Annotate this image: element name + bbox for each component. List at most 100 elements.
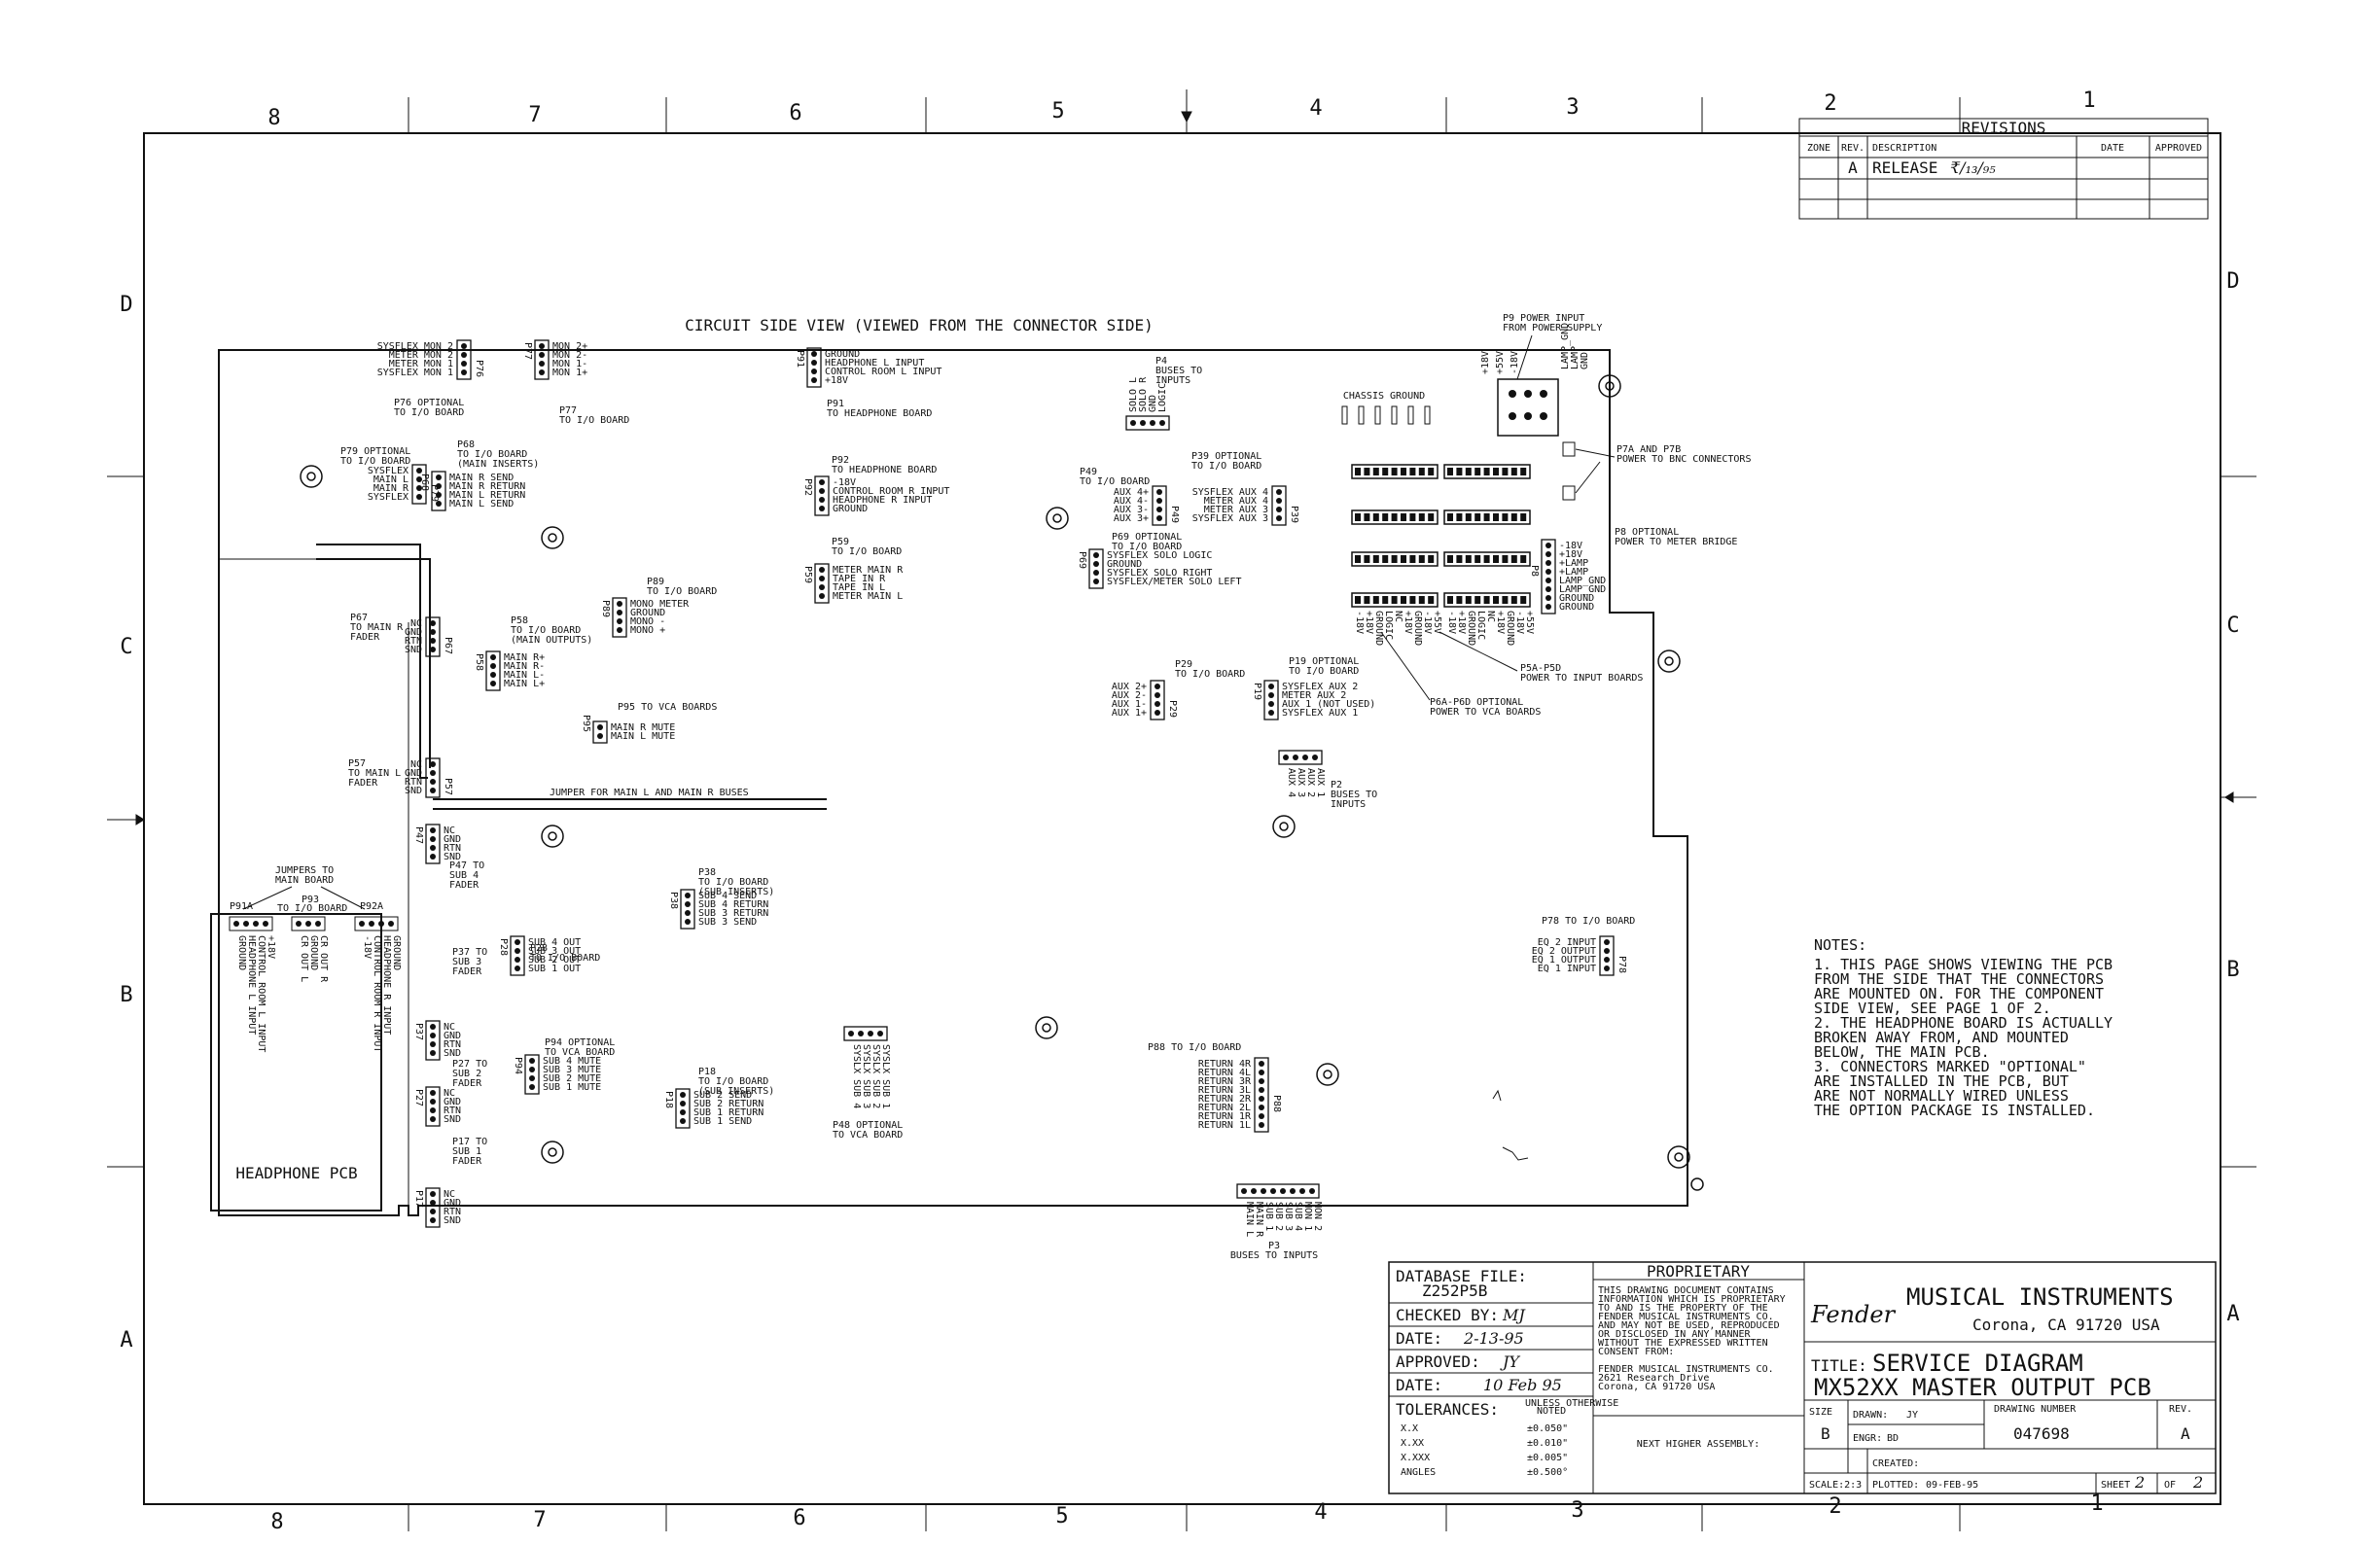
p8-pin-label: +LAMP (1559, 558, 1588, 569)
p92-pin-label: HEADPHONE R INPUT (833, 495, 932, 506)
note-line: ARE INSTALLED IN THE PCB, BUT (1814, 1072, 2069, 1090)
note-line: 2. THE HEADPHONE BOARD IS ACTUALLY (1814, 1014, 2113, 1032)
p19-pin-label: SYSFLEX AUX 2 (1282, 682, 1358, 692)
tolerances-note-1: UNLESS OTHERWISE (1525, 1398, 1618, 1409)
p37-caption: FADER (452, 966, 482, 977)
mounting-hole (1316, 1063, 1339, 1086)
drawing-frame (107, 97, 2256, 1531)
rev-a: A (1848, 158, 1858, 177)
note-line: 1. THIS PAGE SHOWS VIEWING THE PCB (1814, 956, 2113, 973)
p3-pin-label: SUB 3 (1283, 1202, 1294, 1231)
p58-pin-label: MAIN R- (504, 661, 545, 672)
p9-power-input: P9 POWER INPUT FROM POWER SUPPLY (1497, 313, 1602, 437)
proprietary-line: THIS DRAWING DOCUMENT CONTAINS (1598, 1285, 1774, 1296)
p3-pin-label: SUB 4 (1293, 1202, 1303, 1231)
jumper-label: JUMPER FOR MAIN L AND MAIN R BUSES (550, 788, 749, 798)
power-pin-label: GROUND (1412, 611, 1423, 646)
database-label: DATABASE FILE: (1396, 1267, 1527, 1285)
p57-caption: P57 (348, 758, 366, 769)
p92-caption: TO HEADPHONE BOARD (832, 465, 937, 475)
created-label: CREATED: (1872, 1458, 1919, 1469)
zone-top-2: 2 (1824, 91, 1836, 116)
p77-pin-label: MON 1- (552, 359, 587, 369)
power-pin-label: -18V (1354, 611, 1365, 634)
fender-logo: Fender (1810, 1301, 1897, 1328)
tolerance-key: X.X (1401, 1423, 1418, 1434)
p8-id: P8 (1529, 565, 1540, 577)
p37-pin-label: SND (444, 1048, 461, 1059)
note-line: SIDE VIEW, SEE PAGE 1 OF 2. (1814, 1000, 2051, 1017)
company-name: MUSICAL INSTRUMENTS (1906, 1283, 2174, 1311)
p28-pin-label: SUB 4 OUT (528, 937, 581, 948)
p57-pin-label: NC (410, 759, 422, 770)
p8-pin-label: LAMP_GND (1559, 576, 1606, 586)
p78-id: P78 (1616, 956, 1627, 973)
power-bank-header (1443, 551, 1531, 567)
title-line-2: MX52XX MASTER OUTPUT PCB (1814, 1374, 2151, 1401)
p76-pin-label: SYSFLEX MON 1 (377, 368, 453, 378)
p18-id: P18 (663, 1091, 674, 1108)
power-pin-label: LOGIC (1383, 611, 1394, 640)
p8-pin-label: +LAMP (1559, 567, 1588, 578)
p69-caption: P69 OPTIONAL (1112, 532, 1182, 543)
p59-id: P59 (802, 566, 813, 583)
p48-pin-label: SYSLX SUB 3 (861, 1044, 871, 1108)
p89-pin-label: GROUND (630, 608, 665, 618)
power-bank-header (1351, 509, 1439, 525)
p79-pin-label: MAIN L (373, 474, 409, 485)
p79-pin-label: SYSFLEX (368, 466, 409, 476)
p48-pin-label: SYSLX SUB 1 (880, 1044, 891, 1108)
p88-pin-label: RETURN 3R (1198, 1076, 1252, 1087)
p3-pin-label: SUB 2 (1273, 1202, 1284, 1231)
p18-pin-label: SUB 2 RETURN (693, 1099, 764, 1109)
p91a-pin-label: +18V (266, 935, 276, 959)
p68-id: P68 (419, 474, 430, 491)
p29-pin-label: AUX 1- (1112, 699, 1147, 710)
next-assembly: NEXT HIGHER ASSEMBLY: (1637, 1439, 1759, 1450)
p89-caption: TO I/O BOARD (647, 586, 717, 597)
p37-pin-label: NC (444, 1022, 455, 1033)
tolerance-value: ±0.500° (1527, 1467, 1568, 1478)
zone-right-a: A (2226, 1302, 2239, 1326)
p94-pin-label: SUB 1 MUTE (543, 1082, 601, 1093)
scale: SCALE:2:3 (1809, 1480, 1862, 1491)
p39-id: P39 (1289, 506, 1299, 523)
title-label: TITLE: (1811, 1356, 1867, 1375)
mounting-hole (1657, 650, 1681, 673)
p39-pin-label: METER AUX 3 (1204, 505, 1268, 515)
p76-id: P76 (474, 360, 484, 377)
jumpers-to-caption: JUMPERS TO (275, 865, 334, 876)
p2-pin-label: AUX 1 (1315, 768, 1326, 797)
proprietary-line: WITHOUT THE EXPRESSED WRITTEN (1598, 1338, 1768, 1349)
p68-pin-label: MAIN L SEND (449, 499, 514, 509)
mounting-hole (541, 1141, 564, 1164)
p47-caption: P47 TO (449, 860, 484, 871)
p18-caption: P18 (698, 1067, 716, 1077)
date2-value: 10 Feb 95 (1483, 1376, 1562, 1394)
p89-pin-label: MONO - (630, 616, 665, 627)
p37-caption: P37 TO (452, 947, 487, 958)
power-pin-label: -18V (1446, 611, 1457, 634)
p38-pin-label: SUB 3 RETURN (698, 908, 768, 919)
note-line: 3. CONNECTORS MARKED "OPTIONAL" (1814, 1058, 2086, 1075)
p69-pin-label: SYSFLEX SOLO LOGIC (1107, 550, 1212, 561)
checked-by-value: MJ (1502, 1306, 1526, 1324)
p92-pin-label: GROUND (833, 504, 868, 514)
p4-pin-label: LOGIC (1157, 383, 1168, 412)
p38-id: P38 (668, 892, 679, 909)
p67-pin-label: GND (405, 627, 422, 638)
p57-pin-label: SND (405, 786, 422, 796)
p69-pin-label: SYSFLEX SOLO RIGHT (1107, 568, 1212, 579)
